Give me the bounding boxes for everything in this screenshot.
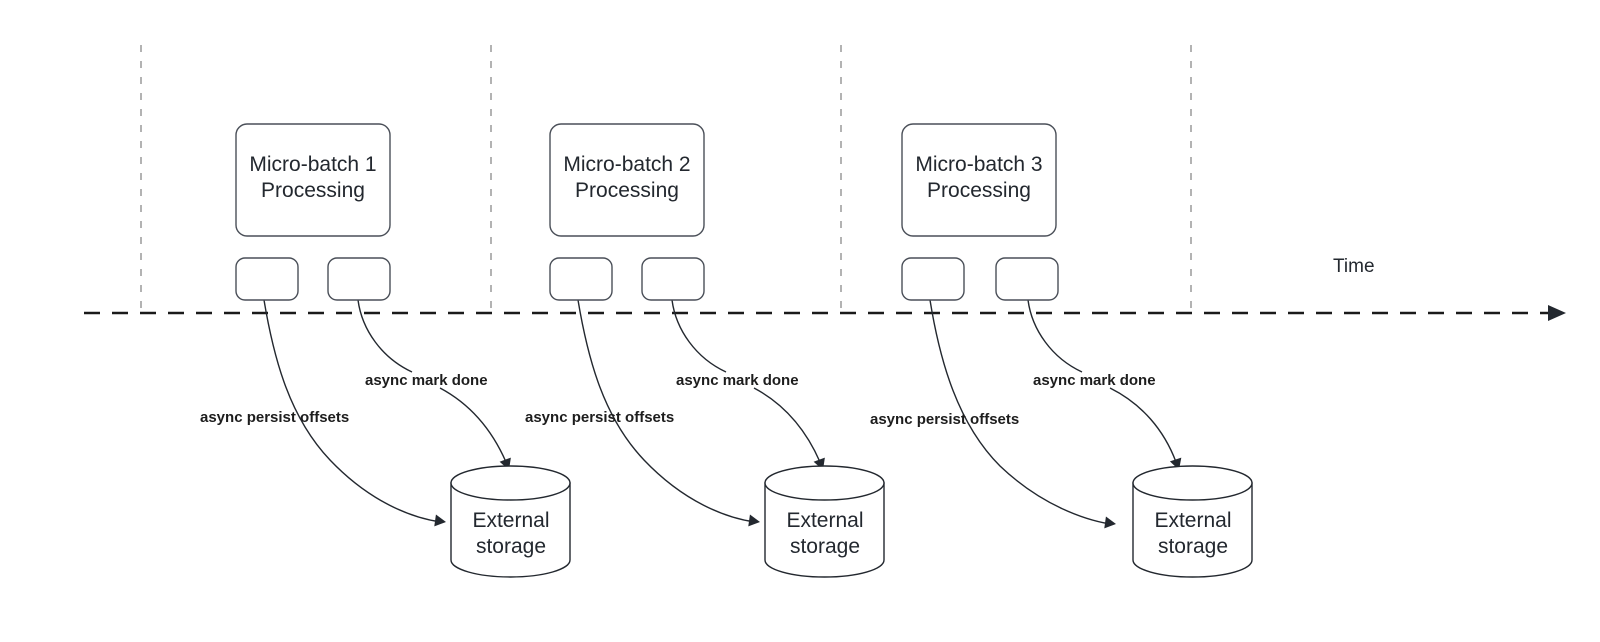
async-persist-offsets-path — [929, 299, 1111, 525]
async-persist-offsets-label: async persist offsets — [200, 409, 350, 426]
shape-group — [235, 123, 1253, 578]
external-storage-cylinder-top[interactable] — [764, 465, 885, 501]
async-persist-offsets-arrowhead-icon — [1104, 516, 1116, 529]
external-storage-cylinder-body[interactable] — [450, 482, 571, 578]
async-mark-done-path — [1027, 299, 1177, 463]
edge-group — [263, 299, 1182, 529]
async-persist-offsets-path — [577, 299, 756, 523]
async-mark-done-path — [357, 299, 507, 463]
tick-box-3a[interactable] — [901, 257, 965, 301]
external-storage-cylinder-top[interactable] — [1132, 465, 1253, 501]
async-persist-offsets-path — [263, 299, 442, 523]
external-storage-cylinder-body[interactable] — [1132, 482, 1253, 578]
tick-box-3b[interactable] — [995, 257, 1059, 301]
micro-batch-box[interactable] — [549, 123, 705, 237]
async-mark-done-label: async mark done — [676, 372, 799, 389]
external-storage-cylinder-top[interactable] — [450, 465, 571, 501]
tick-box-1b[interactable] — [327, 257, 391, 301]
timeline-axis-label: Time — [1333, 256, 1375, 277]
async-mark-done-label: async mark done — [1033, 372, 1156, 389]
external-storage-cylinder-body[interactable] — [764, 482, 885, 578]
async-persist-offsets-arrowhead-icon — [434, 514, 446, 527]
timeline-axis — [84, 305, 1566, 321]
micro-batch-box[interactable] — [235, 123, 391, 237]
async-persist-offsets-label: async persist offsets — [870, 411, 1020, 428]
timeline-arrowhead-icon — [1548, 305, 1566, 321]
async-mark-done-path — [671, 299, 821, 463]
micro-batch-box[interactable] — [901, 123, 1057, 237]
async-mark-done-label: async mark done — [365, 372, 488, 389]
divider-group — [140, 45, 1192, 313]
async-persist-offsets-arrowhead-icon — [748, 514, 760, 527]
tick-box-2b[interactable] — [641, 257, 705, 301]
tick-box-2a[interactable] — [549, 257, 613, 301]
tick-box-1a[interactable] — [235, 257, 299, 301]
async-persist-offsets-label: async persist offsets — [525, 409, 675, 426]
